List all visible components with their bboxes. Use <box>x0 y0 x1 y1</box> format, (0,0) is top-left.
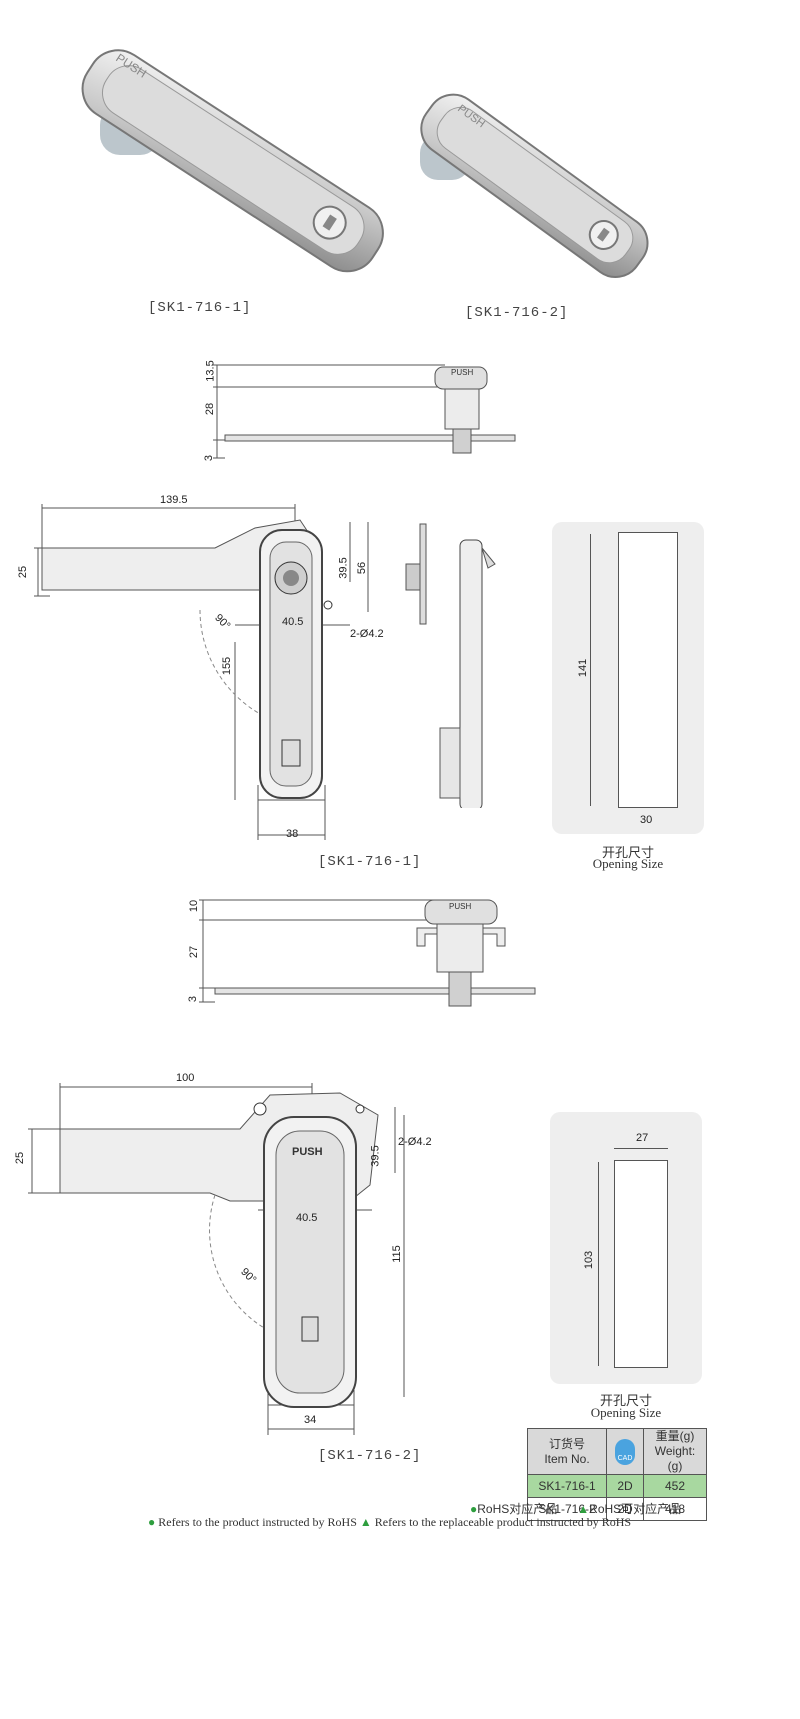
opening-label-cn-2: 开孔尺寸 <box>599 1393 652 1408</box>
green-dot-icon: ● <box>470 1502 478 1516</box>
table-row: SK1-716-1 2D 452 <box>527 1474 707 1498</box>
opening-cutout-2 <box>614 1160 668 1368</box>
green-dot-icon: ● <box>148 1515 156 1529</box>
front-view-2: PUSH <box>28 1083 405 1435</box>
svg-text:PUSH: PUSH <box>292 1146 323 1158</box>
svg-text:PUSH: PUSH <box>449 902 471 911</box>
section-view-1 <box>405 523 496 808</box>
photo-caption-1: [SK1-716-1] <box>148 300 252 316</box>
table-row: SK1-716-2 2D 418 <box>527 1497 707 1521</box>
product-photo-sk1-716-2: PUSH <box>420 93 649 278</box>
side-view-2: PUSH <box>199 899 536 1007</box>
legend-en: ● Refers to the product instructed by Ro… <box>148 1515 632 1529</box>
drawing-caption-1: [SK1-716-1] <box>318 854 422 870</box>
photo-caption-2: [SK1-716-2] <box>465 305 569 321</box>
opening-label-en-1: Opening Size <box>592 856 664 871</box>
spec-table: 订货号 Item No. CAD 重量(g) Weight:(g) SK1-71… <box>527 1428 707 1521</box>
legend-cn: ●RoHS对应产品 ▲RoHS可对应产品 <box>470 1502 682 1516</box>
green-triangle-icon: ▲ <box>577 1502 590 1516</box>
front-view-1 <box>34 504 369 840</box>
opening-label-cn-1: 开孔尺寸 <box>601 845 654 860</box>
opening-panel-2: 27 103 <box>550 1112 702 1384</box>
side-view-1: PUSH <box>213 364 516 459</box>
green-triangle-icon: ▲ <box>359 1515 372 1529</box>
opening-cutout-1 <box>618 532 678 808</box>
drawing-caption-2: [SK1-716-2] <box>318 1448 422 1464</box>
svg-text:PUSH: PUSH <box>451 368 473 377</box>
product-photo-sk1-716-1: PUSH <box>81 49 384 273</box>
opening-label-en-2: Opening Size <box>590 1405 662 1420</box>
opening-panel-1: 141 30 <box>552 522 704 834</box>
cad-icon: CAD <box>615 1438 635 1465</box>
spec-table-header: 订货号 Item No. CAD 重量(g) Weight:(g) <box>527 1428 707 1475</box>
